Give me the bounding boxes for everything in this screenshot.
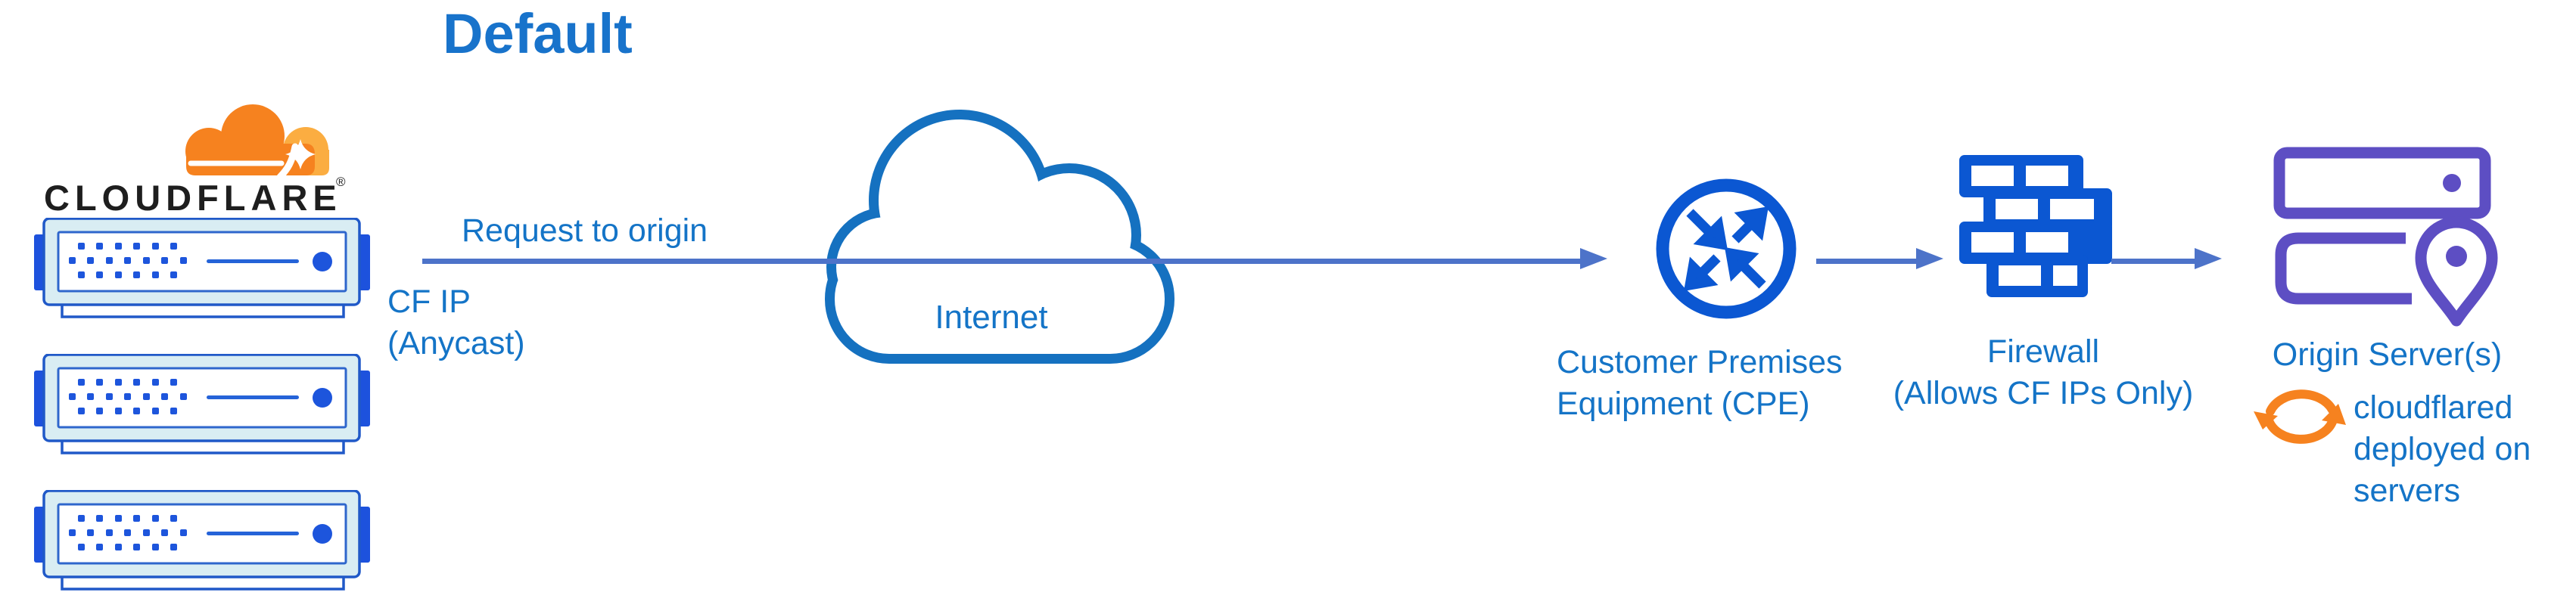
cloudflared-label: cloudflared deployed on servers xyxy=(2354,387,2531,512)
firewall-brick-icon xyxy=(1959,155,2112,297)
flow-arrow-cpe-firewall xyxy=(1816,259,1916,264)
server-led-dots xyxy=(69,243,187,278)
firewall-label-line2: (Allows CF IPs Only) xyxy=(1893,375,2194,411)
edge-server-icon xyxy=(34,490,370,591)
origin-label: Origin Server(s) xyxy=(2272,336,2503,373)
server-led-dots xyxy=(69,515,187,550)
cpe-label-line1: Customer Premises xyxy=(1557,344,1843,380)
arrowhead-icon xyxy=(1580,248,1607,269)
arrowhead-icon xyxy=(2195,248,2222,269)
cloudflared-label-line1: cloudflared xyxy=(2354,389,2513,426)
firewall-label: Firewall (Allows CF IPs Only) xyxy=(1862,331,2225,414)
arrowhead-icon xyxy=(1916,248,1943,269)
cf-ip-line: CF IP xyxy=(387,284,471,320)
registered-mark: ® xyxy=(336,175,346,189)
cpe-label-line2: Equipment (CPE) xyxy=(1557,386,1810,422)
cloudflare-wordmark: CLOUDFLARE xyxy=(44,178,342,218)
edge-server-icon xyxy=(34,354,370,454)
cloudflare-logo: CLOUDFLARE ® xyxy=(44,104,346,218)
cpe-label: Customer Premises Equipment (CPE) xyxy=(1557,342,1843,425)
flow-arrow-main xyxy=(422,259,1580,264)
cloudflare-cloud-icon xyxy=(185,104,329,181)
cloudflared-sync-icon xyxy=(2254,389,2346,444)
flow-arrow-firewall-origin xyxy=(2111,259,2195,264)
anycast-line: (Anycast) xyxy=(387,325,525,361)
location-pin-icon xyxy=(2415,216,2498,327)
cf-ip-label: CF IP (Anycast) xyxy=(387,281,525,364)
server-led-dots xyxy=(69,379,187,414)
internet-label: Internet xyxy=(935,299,1047,336)
page-title: Default xyxy=(443,2,633,65)
request-to-origin-label: Request to origin xyxy=(462,212,708,249)
edge-server-icon xyxy=(34,218,370,318)
firewall-label-line1: Firewall xyxy=(1986,333,2100,370)
cloudflared-label-line3: servers xyxy=(2354,473,2460,509)
cloudflared-label-line2: deployed on xyxy=(2354,431,2531,467)
cpe-router-icon xyxy=(1656,178,1797,319)
internet-cloud-icon: Internet xyxy=(825,110,1174,364)
origin-servers-icon xyxy=(2273,147,2498,327)
